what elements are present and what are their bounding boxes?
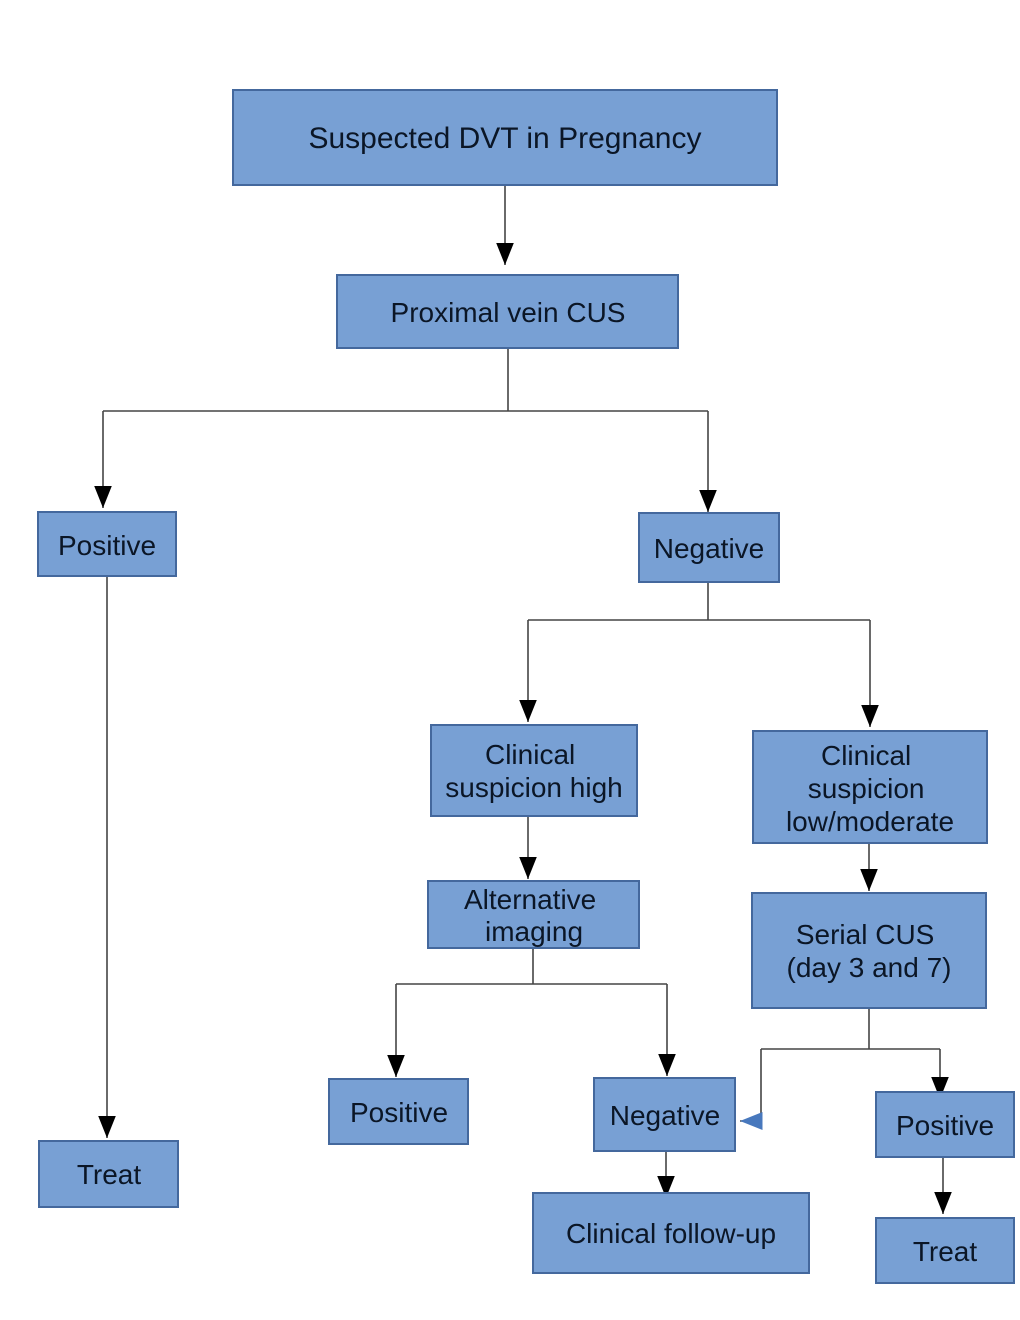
label-line: Proximal vein CUS	[391, 297, 626, 328]
label-line: suspicion	[808, 773, 925, 804]
label-line: suspicion high	[445, 772, 622, 803]
node-proximal-box	[336, 274, 679, 349]
node-negative-cus: Negative	[638, 512, 780, 583]
node-positive-cus: Positive	[37, 511, 177, 577]
label-line: Positive	[896, 1110, 994, 1141]
node-serial-positive-box	[875, 1091, 1015, 1158]
node-treat-right: Treat	[875, 1217, 1015, 1284]
label-line: (day 3 and 7)	[787, 952, 952, 983]
label-line: Clinical follow-up	[566, 1218, 776, 1249]
node-alt-positive: Positive	[328, 1078, 469, 1145]
label-line: Alternative	[464, 884, 596, 915]
node-serial-positive-label: Positive	[896, 1110, 994, 1141]
node-suspected-box	[232, 89, 778, 186]
label-line: Positive	[58, 530, 156, 561]
node-clin-low-label: Clinical suspicion low/moderate	[786, 740, 954, 837]
node-negative-cus-label: Negative	[654, 533, 765, 564]
node-alt-positive-box	[328, 1078, 469, 1145]
node-alt-negative-label: Negative	[610, 1100, 721, 1131]
node-suspected-label: Suspected DVT in Pregnancy	[308, 122, 701, 155]
node-treat-right-label: Treat	[913, 1236, 978, 1267]
node-serial-cus-box	[751, 892, 987, 1009]
node-serial-positive: Positive	[875, 1091, 1015, 1158]
node-clin-followup: Clinical follow-up	[532, 1192, 810, 1274]
label-line: Negative	[654, 533, 765, 564]
node-treat-right-box	[875, 1217, 1015, 1284]
node-alt-imaging-label: Alternative imaging	[464, 884, 604, 947]
node-positive-cus-label: Positive	[58, 530, 156, 561]
node-treat-left-box	[38, 1140, 179, 1208]
label-line: Negative	[610, 1100, 721, 1131]
label-line: Serial CUS	[796, 919, 934, 950]
node-alt-negative: Negative	[593, 1077, 736, 1152]
label-line: Clinical	[821, 740, 911, 771]
label-line: low/moderate	[786, 806, 954, 837]
node-clin-low: Clinical suspicion low/moderate	[752, 730, 988, 844]
node-alt-imaging: Alternative imaging	[427, 880, 640, 949]
label-line: Positive	[350, 1097, 448, 1128]
label-line: imaging	[485, 916, 583, 947]
node-treat-left-label: Treat	[77, 1159, 142, 1190]
node-alt-positive-label: Positive	[350, 1097, 448, 1128]
node-clin-high-box	[430, 724, 638, 817]
label-line: Treat	[913, 1236, 978, 1267]
node-clin-followup-box	[532, 1192, 810, 1274]
node-alt-imaging-box	[427, 880, 640, 949]
node-negative-cus-box	[638, 512, 780, 583]
node-clin-low-box	[752, 730, 988, 844]
label-line: Clinical	[485, 739, 575, 770]
node-clin-followup-label: Clinical follow-up	[566, 1218, 776, 1249]
node-alt-negative-box	[593, 1077, 736, 1152]
connectors	[94, 185, 952, 1214]
node-serial-cus: Serial CUS (day 3 and 7)	[751, 892, 987, 1009]
node-positive-cus-box	[37, 511, 177, 577]
node-treat-left: Treat	[38, 1140, 179, 1208]
label-line: Treat	[77, 1159, 142, 1190]
node-clin-high-label: Clinical suspicion high	[445, 739, 622, 803]
node-serial-cus-label: Serial CUS (day 3 and 7)	[787, 919, 952, 983]
label-line: Suspected DVT in Pregnancy	[308, 122, 701, 155]
node-suspected: Suspected DVT in Pregnancy	[232, 89, 778, 186]
connector-serial-negative-to-alt-negative	[740, 1049, 763, 1130]
node-proximal-label: Proximal vein CUS	[391, 297, 626, 328]
node-proximal: Proximal vein CUS	[336, 274, 679, 349]
node-clin-high: Clinical suspicion high	[430, 724, 638, 817]
